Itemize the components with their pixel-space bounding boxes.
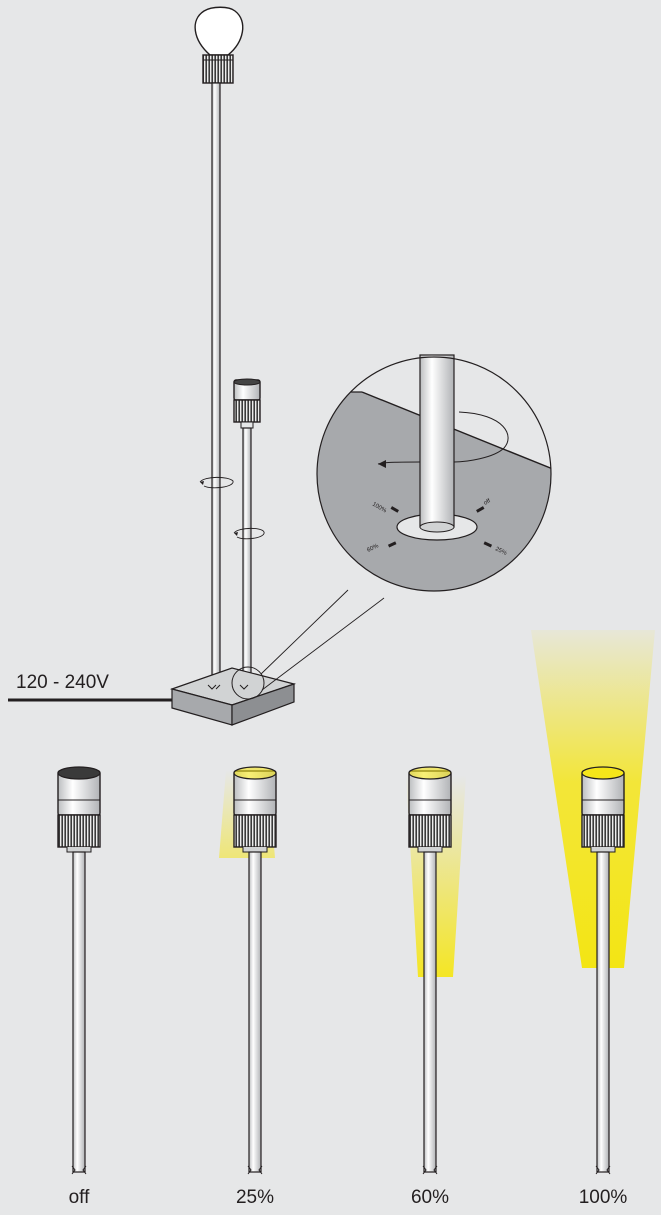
light-bulb xyxy=(194,6,244,56)
lamp-lens xyxy=(233,766,277,780)
rotate-arrow-icon xyxy=(233,527,265,540)
spot-lamp-25 xyxy=(233,766,277,1175)
tall-lamp xyxy=(194,6,244,684)
short-lamp-knurl xyxy=(233,399,261,423)
bulb-socket xyxy=(202,54,234,84)
level-label-25: 25% xyxy=(236,1187,274,1208)
lamp-lens xyxy=(581,766,625,780)
lamp-lens xyxy=(408,766,452,780)
lamp-lens xyxy=(57,766,101,780)
short-pole xyxy=(242,427,252,684)
voltage-label: 120 - 240V xyxy=(16,672,109,693)
spot-lamp-100 xyxy=(581,766,625,1175)
dial-tick-label: 25% xyxy=(494,546,508,557)
level-label-100: 100% xyxy=(579,1187,628,1208)
dial-tick-label: 60% xyxy=(366,543,380,554)
level-label-off: off xyxy=(69,1187,91,1208)
rotate-arrow-icon xyxy=(199,476,234,489)
dial-tick-label: off xyxy=(483,498,492,507)
detail-callout-circle xyxy=(231,666,265,700)
tall-pole xyxy=(211,82,221,684)
short-lamp xyxy=(233,378,265,684)
spot-lamp-off xyxy=(57,766,101,1175)
junction-base xyxy=(169,666,297,726)
dimmer-detail-magnifier: 100% off 60% 25% xyxy=(316,354,552,592)
level-label-60: 60% xyxy=(411,1187,449,1208)
spot-lamp-60 xyxy=(408,766,452,1175)
